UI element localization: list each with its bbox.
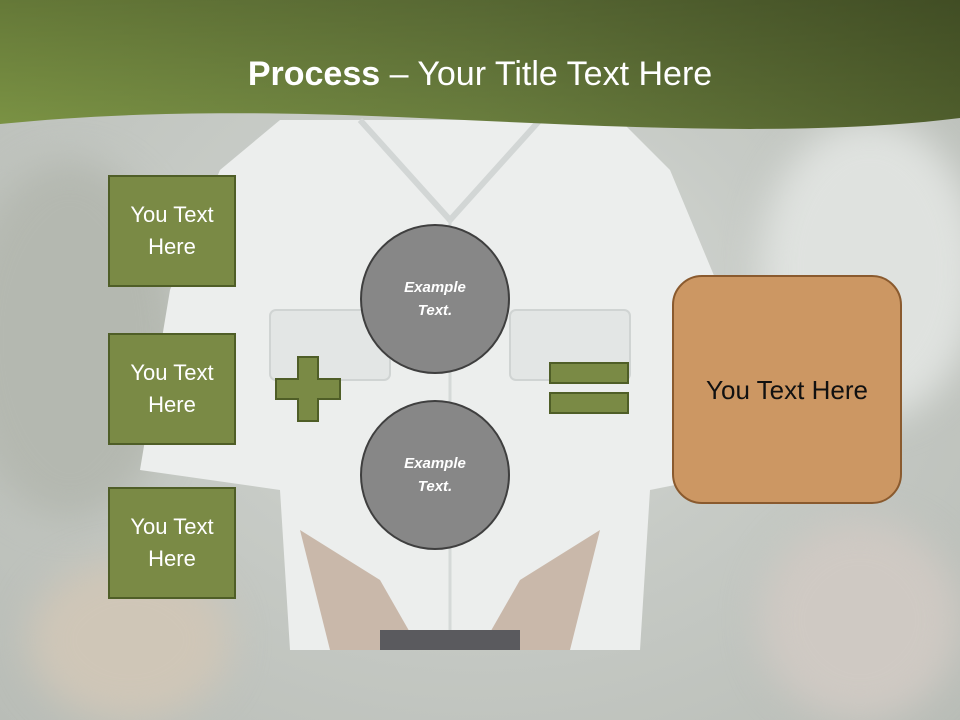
header-banner xyxy=(0,0,960,129)
circle-label: Example Text. xyxy=(404,279,466,319)
circle-label: Example Text. xyxy=(404,455,466,495)
title-rest: – Your Title Text Here xyxy=(380,55,713,93)
plus-icon xyxy=(275,356,341,422)
result-box[interactable]: You Text Here xyxy=(672,275,902,504)
title-bold: Process xyxy=(247,55,381,93)
text-box-label: You Text Here xyxy=(130,514,214,571)
result-label: You Text Here xyxy=(706,374,868,405)
background-blur xyxy=(760,520,960,720)
text-box-2[interactable]: You Text Here xyxy=(108,333,236,445)
text-box-label: You Text Here xyxy=(130,360,214,417)
text-box-1[interactable]: You Text Here xyxy=(108,175,236,287)
example-circle-2[interactable]: Example Text. xyxy=(360,400,510,550)
example-circle-1[interactable]: Example Text. xyxy=(360,224,510,374)
equals-icon xyxy=(549,362,629,414)
text-box-3[interactable]: You Text Here xyxy=(108,487,236,599)
page-title: Process – Your Title Text Here xyxy=(0,52,960,96)
text-box-label: You Text Here xyxy=(130,202,214,259)
